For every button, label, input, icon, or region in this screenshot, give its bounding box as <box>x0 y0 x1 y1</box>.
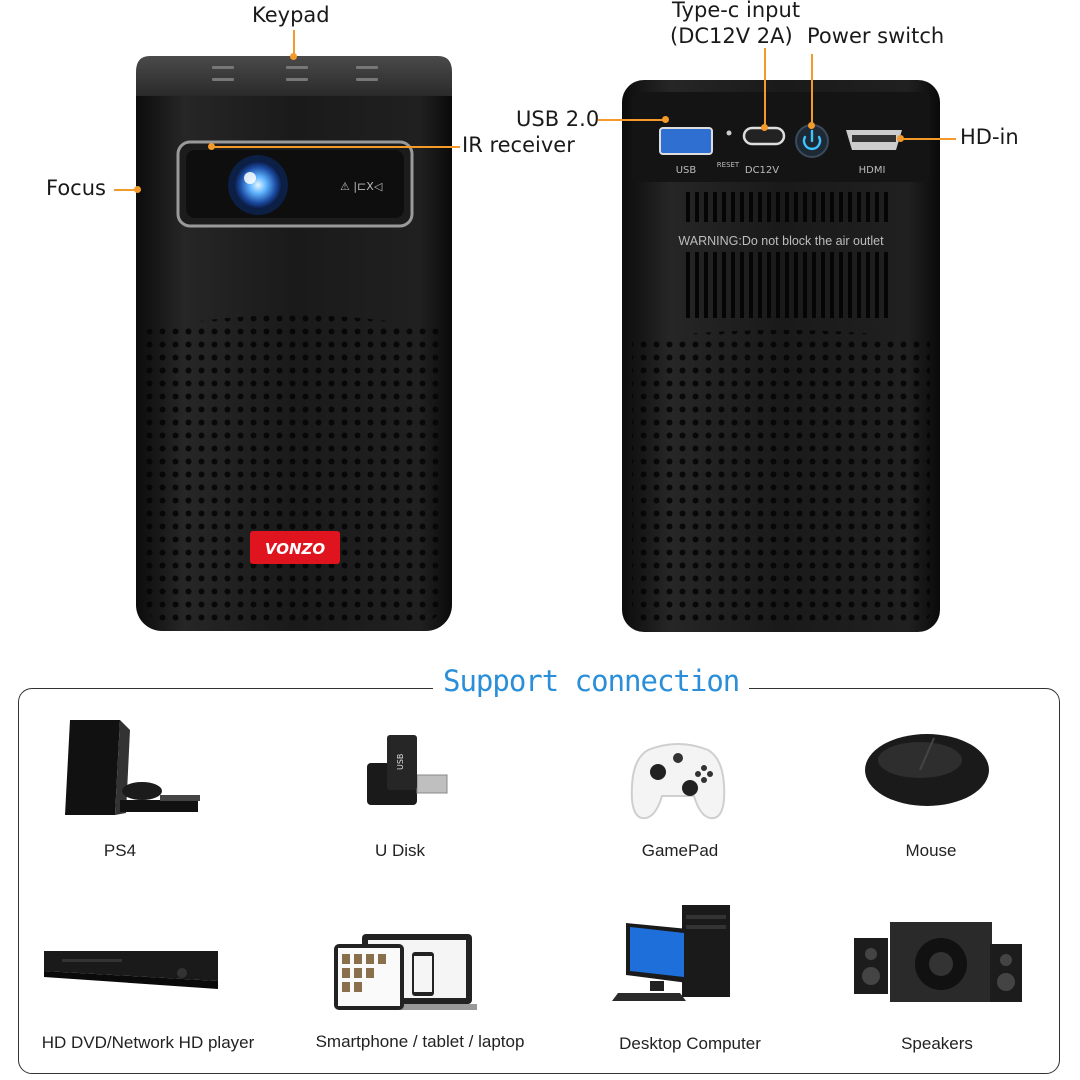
vent-slot <box>740 192 744 222</box>
device-label-speakers: Speakers <box>901 1034 973 1053</box>
mouse-icon <box>865 734 989 806</box>
vent-slot <box>731 252 735 318</box>
vent-slot <box>812 192 816 222</box>
vent-slot <box>884 192 888 222</box>
callout-ir-receiver: IR receiver <box>462 133 575 157</box>
vent-slot <box>713 252 717 318</box>
warning-text: WARNING:Do not block the air outlet <box>678 234 884 248</box>
vent-slot <box>803 252 807 318</box>
dc-label: DC12V <box>745 165 779 176</box>
support-title: Support connection <box>433 664 750 698</box>
vent-slot <box>884 252 888 318</box>
vent-slot <box>803 192 807 222</box>
callout-keypad: Keypad <box>252 3 330 27</box>
vent-slot <box>830 192 834 222</box>
device-label-gamepad: GamePad <box>641 841 719 860</box>
usb-port-label: USB <box>676 165 697 176</box>
vent-slot <box>704 252 708 318</box>
vent-slot <box>767 192 771 222</box>
vent-slot <box>740 252 744 318</box>
hdmi-label: HDMI <box>859 165 886 176</box>
vent-slot <box>794 192 798 222</box>
ps4-console-icon <box>65 720 200 815</box>
vent-slot <box>830 252 834 318</box>
vent-slot <box>776 252 780 318</box>
svg-text:⚠ |⊏X◁: ⚠ |⊏X◁ <box>340 180 383 193</box>
vent-slot <box>695 192 699 222</box>
vent-slot <box>866 252 870 318</box>
vent-slot <box>812 252 816 318</box>
callout-typec-line1: Type-c input <box>672 0 801 22</box>
speakers-icon <box>854 922 1022 1002</box>
projector-back-view: USB RESET DC12V HDMI WARNING:Do not bloc… <box>622 80 940 632</box>
reset-label: RESET <box>717 161 740 169</box>
vent-slot <box>722 252 726 318</box>
callout-focus: Focus <box>46 176 106 200</box>
gamepad-icon <box>630 743 726 820</box>
vent-slot <box>749 252 753 318</box>
desktop-computer-icon <box>612 905 730 1001</box>
device-label-u-disk: U Disk <box>374 841 426 860</box>
vent-slot <box>713 192 717 222</box>
device-label-devices: Smartphone / tablet / laptop <box>315 1032 525 1051</box>
vent-slot <box>875 192 879 222</box>
brand-logo: VONZO <box>265 540 326 558</box>
vent-slot <box>857 252 861 318</box>
vent-slot <box>839 192 843 222</box>
callout-typec-line2: (DC12V 2A) <box>670 24 793 48</box>
device-label-desktop: Desktop Computer <box>619 1034 761 1053</box>
vent-slot <box>848 252 852 318</box>
vent-slot <box>758 192 762 222</box>
vent-slot <box>758 252 762 318</box>
vent-slot <box>731 192 735 222</box>
vent-slot <box>821 252 825 318</box>
svg-text:USB: USB <box>396 754 405 770</box>
device-label-dvd-player: HD DVD/Network HD player <box>41 1033 255 1052</box>
vent-slot <box>686 192 690 222</box>
vent-slot <box>839 252 843 318</box>
usb-drive-icon: USB <box>367 735 448 805</box>
usb-port <box>659 127 713 155</box>
reset-hole <box>726 130 732 136</box>
vent-slot <box>821 192 825 222</box>
vent-slot <box>848 192 852 222</box>
device-label-mouse: Mouse <box>905 841 957 860</box>
callout-power-switch: Power switch <box>807 24 945 48</box>
product-illustration: ⚠ |⊏X◁ VONZO USB RESET DC12V HDMI WARNIN… <box>136 56 940 632</box>
callout-hd-in: HD-in <box>960 125 1019 149</box>
callout-usb: USB 2.0 <box>516 107 600 131</box>
vent-slot <box>686 252 690 318</box>
vent-slot <box>875 252 879 318</box>
projector-front-view: ⚠ |⊏X◁ VONZO <box>136 56 452 631</box>
vent-slot <box>785 192 789 222</box>
vent-slot <box>866 192 870 222</box>
devices-icon <box>334 934 477 1010</box>
device-label-ps4: PS4 <box>103 841 137 860</box>
vent-slot <box>722 192 726 222</box>
vent-slot <box>767 252 771 318</box>
vent-slot <box>785 252 789 318</box>
vent-slot <box>695 252 699 318</box>
vent-slot <box>857 192 861 222</box>
dvd-player-icon <box>44 951 218 989</box>
vent-slot <box>776 192 780 222</box>
vent-slot <box>794 252 798 318</box>
vent-slot <box>749 192 753 222</box>
vent-slot <box>704 192 708 222</box>
